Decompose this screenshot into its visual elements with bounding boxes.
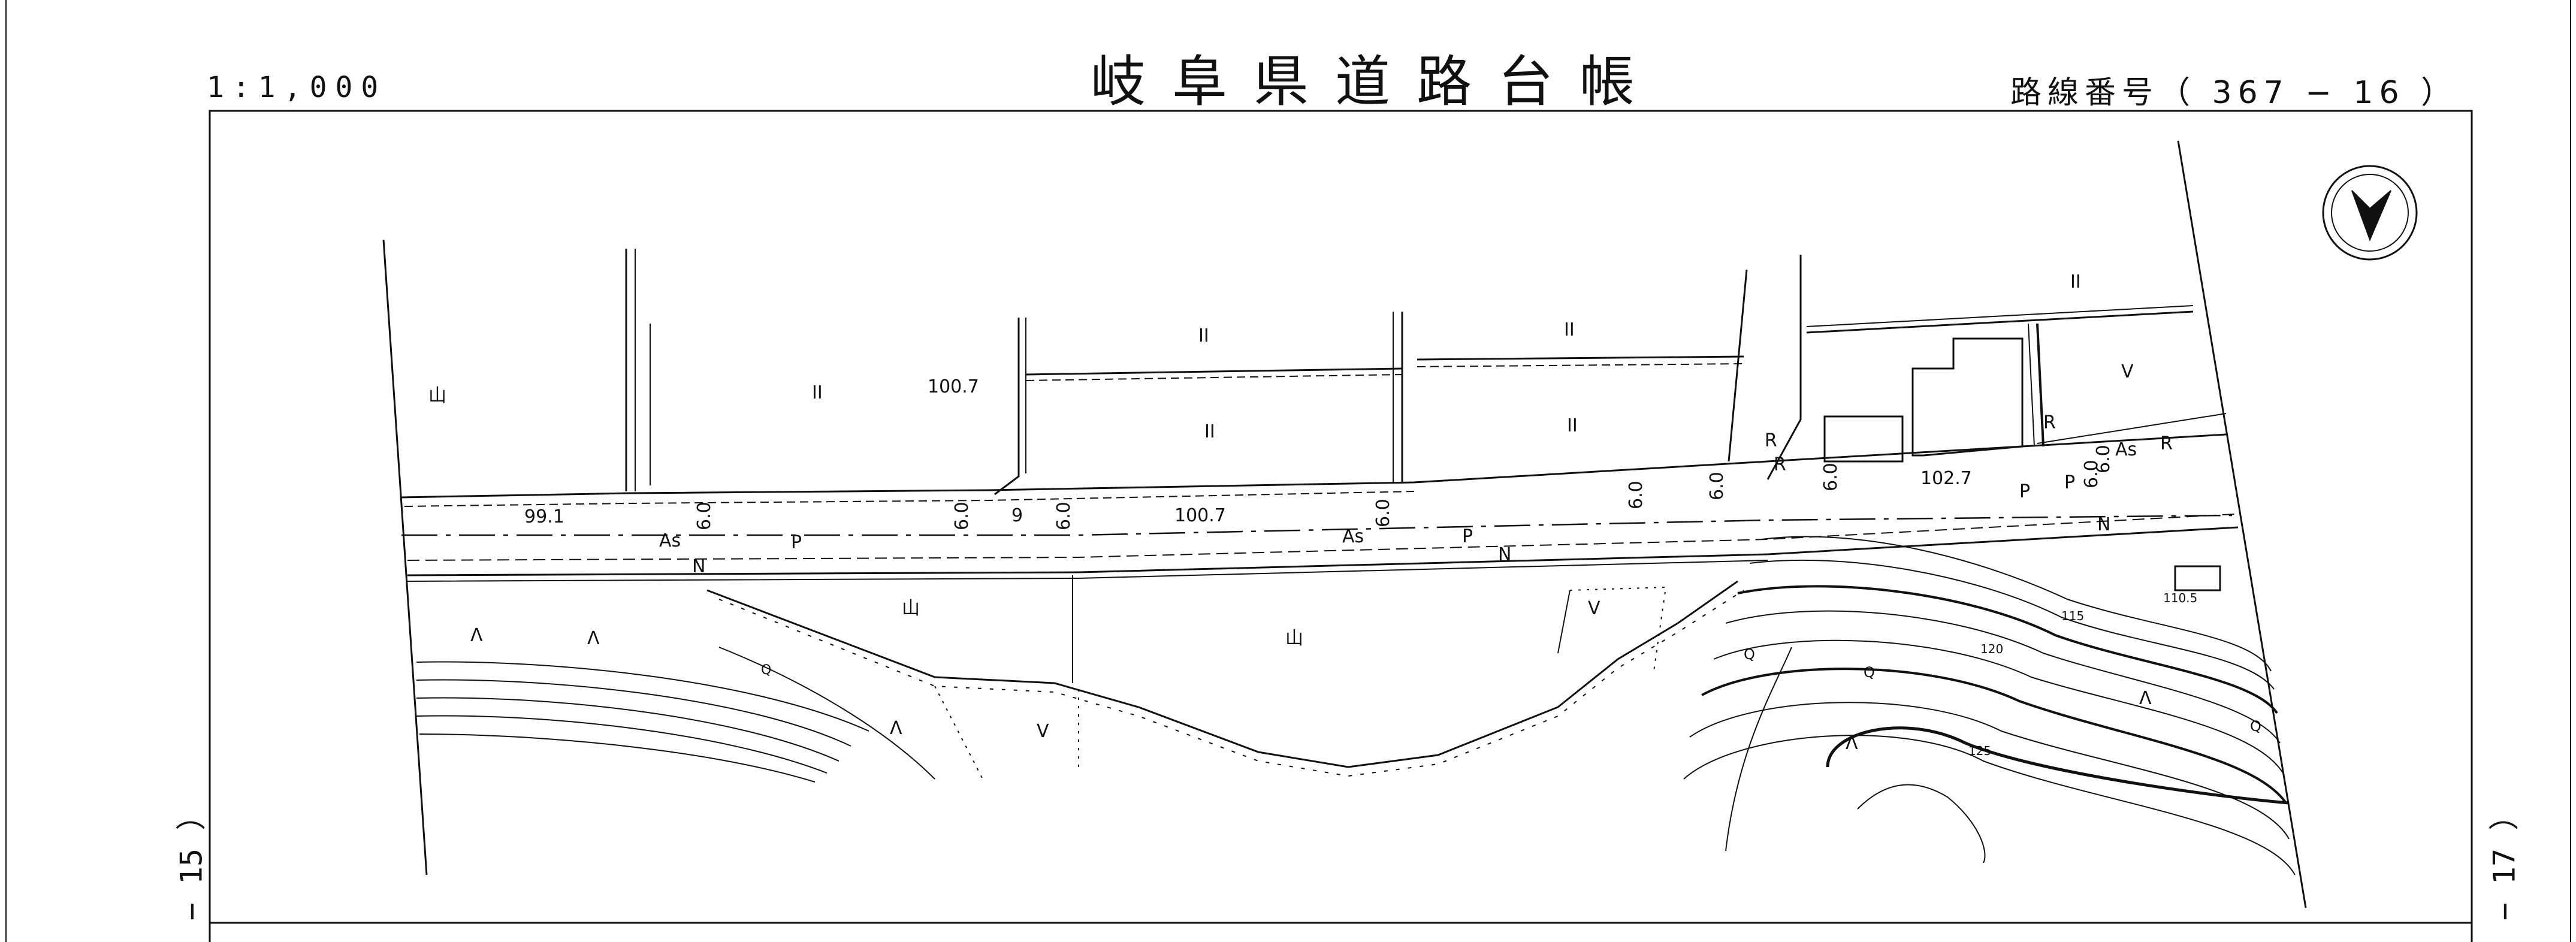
- paddy-symbol: II: [1564, 319, 1575, 340]
- edge-label: N: [692, 556, 705, 577]
- broadleaf-symbol: Λ: [1846, 733, 1858, 754]
- q-symbol: Q: [1744, 646, 1755, 663]
- retaining-label: R: [2160, 433, 2173, 454]
- broadleaf-symbol: Λ: [890, 718, 902, 739]
- sidewalk-label: P: [1462, 526, 1473, 547]
- contour-label: 125: [1968, 744, 1991, 758]
- pavement-label: As: [1342, 526, 1364, 547]
- retaining-label: R: [1765, 430, 1777, 451]
- width-label: 6.0: [1707, 472, 1728, 500]
- width-label: 6.0: [1626, 481, 1647, 509]
- elevation-label: 100.7: [1174, 505, 1226, 526]
- elevation-label: 100.7: [928, 376, 979, 397]
- sidewalk-label: P: [2019, 481, 2030, 502]
- field-symbol: V: [2121, 361, 2134, 382]
- width-label: 6.0: [952, 502, 973, 530]
- forest-symbol: 山: [902, 598, 920, 619]
- field-symbol: V: [1037, 721, 1049, 742]
- q-symbol: Q: [761, 663, 771, 678]
- broadleaf-symbol: Λ: [470, 625, 483, 646]
- map-scale: 1:1,000: [207, 71, 387, 104]
- road-edge-south: [407, 526, 2239, 576]
- pavement-label: As: [659, 530, 681, 551]
- forest-symbol: 山: [428, 385, 446, 406]
- edge-label: N: [2097, 514, 2110, 535]
- paddy-symbol: II: [2070, 271, 2081, 292]
- elevation-label: 110.5: [2163, 591, 2197, 605]
- page-title: 岐阜県道路台帳: [1091, 50, 1662, 114]
- width-label: 6.0: [2081, 460, 2102, 488]
- paddy-symbol: II: [812, 382, 823, 403]
- width-label: 6.0: [1820, 463, 1841, 491]
- retaining-label: R: [2043, 412, 2056, 433]
- sidewalk-label: P: [2064, 472, 2075, 493]
- edge-label: N: [1498, 544, 1511, 565]
- pavement-label: As: [2115, 439, 2137, 460]
- building: [1823, 415, 1904, 463]
- retaining-label: R: [1774, 454, 1786, 475]
- width-label: 6.0: [1373, 499, 1394, 527]
- paddy-symbol: II: [1567, 415, 1578, 436]
- broadleaf-symbol: Λ: [587, 628, 600, 649]
- contour-hill: [1683, 536, 2296, 875]
- elevation-label: 102.7: [1920, 468, 1972, 489]
- building: [2174, 565, 2221, 591]
- building: [1911, 337, 2024, 457]
- road-centerline: [401, 514, 2233, 536]
- north-arrow-ring: [2322, 165, 2418, 261]
- map-frame: [209, 110, 2473, 942]
- elevation-label: 99.1: [524, 506, 564, 527]
- q-symbol: Q: [1864, 664, 1875, 681]
- paddy-symbol: II: [1198, 325, 1209, 346]
- broadleaf-symbol: Λ: [2139, 688, 2152, 709]
- road-edge-north: [401, 433, 2227, 499]
- width-label: 6.0: [1053, 502, 1074, 530]
- contour-label: 120: [1980, 642, 2003, 656]
- forest-symbol: 山: [1285, 628, 1303, 649]
- field-symbol: V: [1588, 598, 1600, 619]
- contour-label: 115: [2061, 609, 2084, 623]
- sidewalk-label: P: [791, 532, 802, 553]
- north-arrow-icon: [2351, 190, 2391, 241]
- width-label: 6.0: [694, 502, 715, 530]
- route-number: 路線番号（ 367 − 16 ）: [2010, 75, 2459, 111]
- width-label: 9: [1011, 505, 1023, 526]
- width-label: 6.0: [2093, 445, 2114, 473]
- q-symbol: Q: [2250, 718, 2261, 735]
- paddy-symbol: II: [1204, 421, 1215, 442]
